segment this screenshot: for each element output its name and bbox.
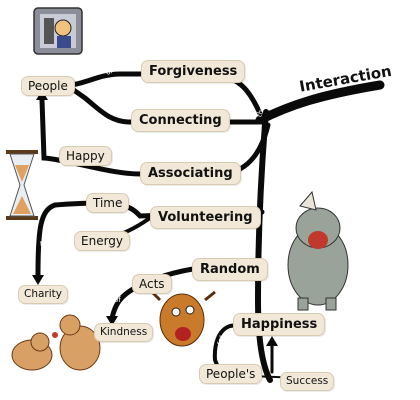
shaggy-dog-icon xyxy=(148,288,216,347)
connector-to: to xyxy=(40,240,48,248)
node-kindness: Kindness xyxy=(94,323,154,342)
node-charity: Charity xyxy=(18,285,68,304)
arguing-dogs-icon xyxy=(11,314,101,371)
node-forgiveness: Forgiveness xyxy=(141,60,246,83)
node-connecting: Connecting xyxy=(131,109,230,132)
branch-volunteering xyxy=(35,200,265,278)
hacker-computer-icon xyxy=(33,7,83,55)
branch-happiness xyxy=(212,320,262,374)
arrow-charity xyxy=(32,275,44,285)
node-energy: Energy xyxy=(74,231,131,251)
node-acts: Acts xyxy=(132,274,172,294)
branch-connecting xyxy=(65,83,265,125)
hourglass-icon xyxy=(6,150,38,220)
node-happy: Happy xyxy=(59,146,112,166)
branch-spine xyxy=(254,109,273,383)
laughing-rhino-icon xyxy=(287,190,349,311)
branch-trunk xyxy=(255,80,385,125)
node-random: Random xyxy=(192,258,268,281)
node-people: People xyxy=(21,76,75,96)
node-peoples: People's xyxy=(199,364,263,384)
node-success: Success xyxy=(280,372,335,391)
node-happiness: Happiness xyxy=(233,313,326,336)
node-associating: Associating xyxy=(140,162,241,185)
connector-of-acts: of xyxy=(114,296,121,304)
arrow-happiness xyxy=(266,336,278,346)
arrow-kindness xyxy=(106,316,118,326)
node-volunteering: Volunteering xyxy=(150,206,261,229)
connector-for: for xyxy=(216,334,226,346)
node-time: Time xyxy=(86,193,130,213)
